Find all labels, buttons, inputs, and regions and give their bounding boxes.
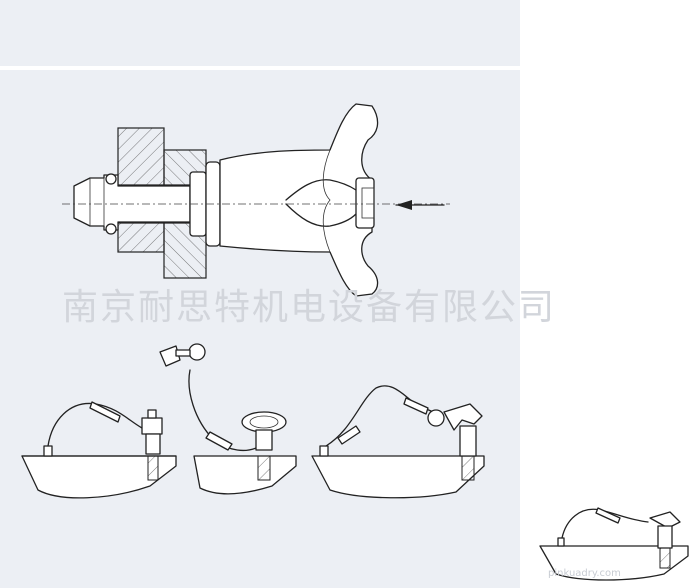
caption-text: pinkuadry.com (548, 568, 621, 579)
usage-illustration-2 (159, 343, 297, 495)
push-button (355, 177, 375, 229)
usage-illustration-1 (21, 401, 177, 499)
panel-divider (0, 66, 520, 70)
main-section-view (62, 103, 450, 297)
detent-ball-bottom (105, 223, 117, 235)
detent-ball-top (105, 173, 117, 185)
star-handle (219, 103, 379, 297)
usage-illustration-3 (311, 385, 485, 499)
usage-illustration-4 (539, 507, 689, 581)
watermark-text: 南京耐思特机电设备有限公司 (62, 287, 557, 328)
